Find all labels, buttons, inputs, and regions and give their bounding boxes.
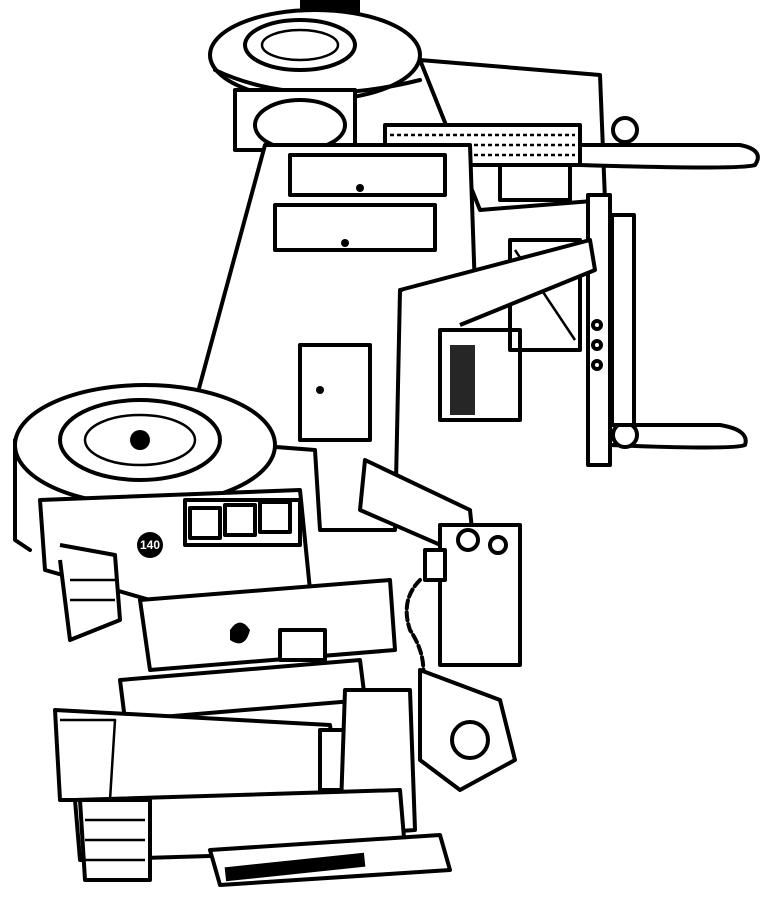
rear-section [53, 688, 452, 887]
tow-hooks [578, 116, 760, 467]
boom-winch [358, 458, 522, 792]
front-wheel [13, 383, 277, 552]
circle-badge-text: 140 [140, 538, 160, 552]
circle-badge [137, 532, 163, 558]
front-section: 140 [38, 488, 397, 722]
